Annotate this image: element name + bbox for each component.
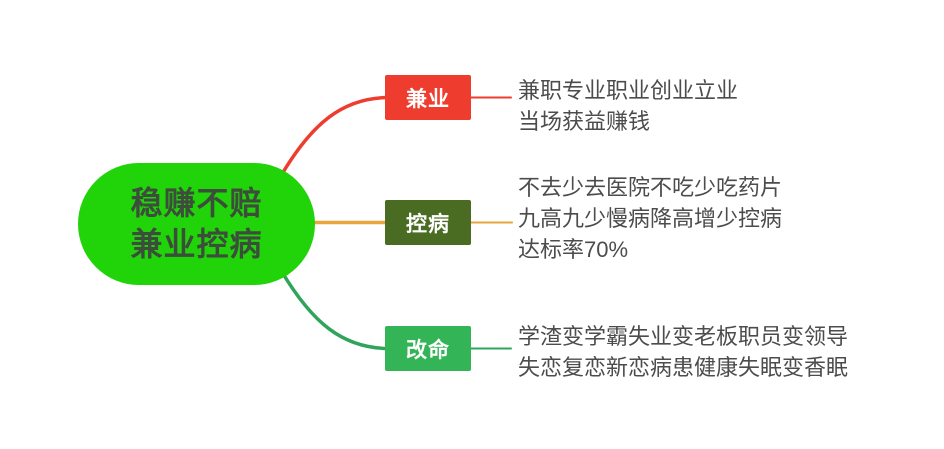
detail-line: 当场获益赚钱 bbox=[518, 109, 651, 134]
detail-line: 达标率70% bbox=[518, 237, 629, 262]
branch-box-kongbing[interactable]: 控病 bbox=[385, 200, 471, 245]
detail-line: 失恋复恋新恋病患健康失眠变香眠 bbox=[518, 355, 849, 380]
connector-root-to-gaiming bbox=[280, 270, 390, 351]
root-topic-line1: 稳赚不赔 bbox=[130, 185, 263, 221]
branch-label-kongbing: 控病 bbox=[406, 212, 450, 236]
branch-detail-gaiming[interactable]: 学渣变学霸失业变老板职员变领导 失恋复恋新恋病患健康失眠变香眠 bbox=[518, 321, 848, 383]
root-topic[interactable]: 稳赚不赔 兼业控病 bbox=[78, 163, 315, 285]
branch-label-jianye: 兼业 bbox=[406, 87, 450, 111]
root-topic-line2: 兼业控病 bbox=[130, 226, 263, 262]
detail-line: 九高九少慢病降高增少控病 bbox=[518, 206, 783, 231]
detail-line: 兼职专业职业创业立业 bbox=[518, 78, 739, 103]
detail-line: 不去少去医院不吃少吃药片 bbox=[518, 175, 783, 200]
branch-detail-jianye[interactable]: 兼职专业职业创业立业 当场获益赚钱 bbox=[518, 75, 738, 137]
connector-root-to-jianye bbox=[280, 95, 390, 176]
branch-box-gaiming[interactable]: 改命 bbox=[385, 326, 471, 371]
branch-label-gaiming: 改命 bbox=[406, 338, 450, 362]
detail-line: 学渣变学霸失业变老板职员变领导 bbox=[518, 324, 849, 349]
branch-box-jianye[interactable]: 兼业 bbox=[385, 75, 471, 120]
branch-detail-kongbing[interactable]: 不去少去医院不吃少吃药片 九高九少慢病降高增少控病 达标率70% bbox=[518, 172, 782, 265]
